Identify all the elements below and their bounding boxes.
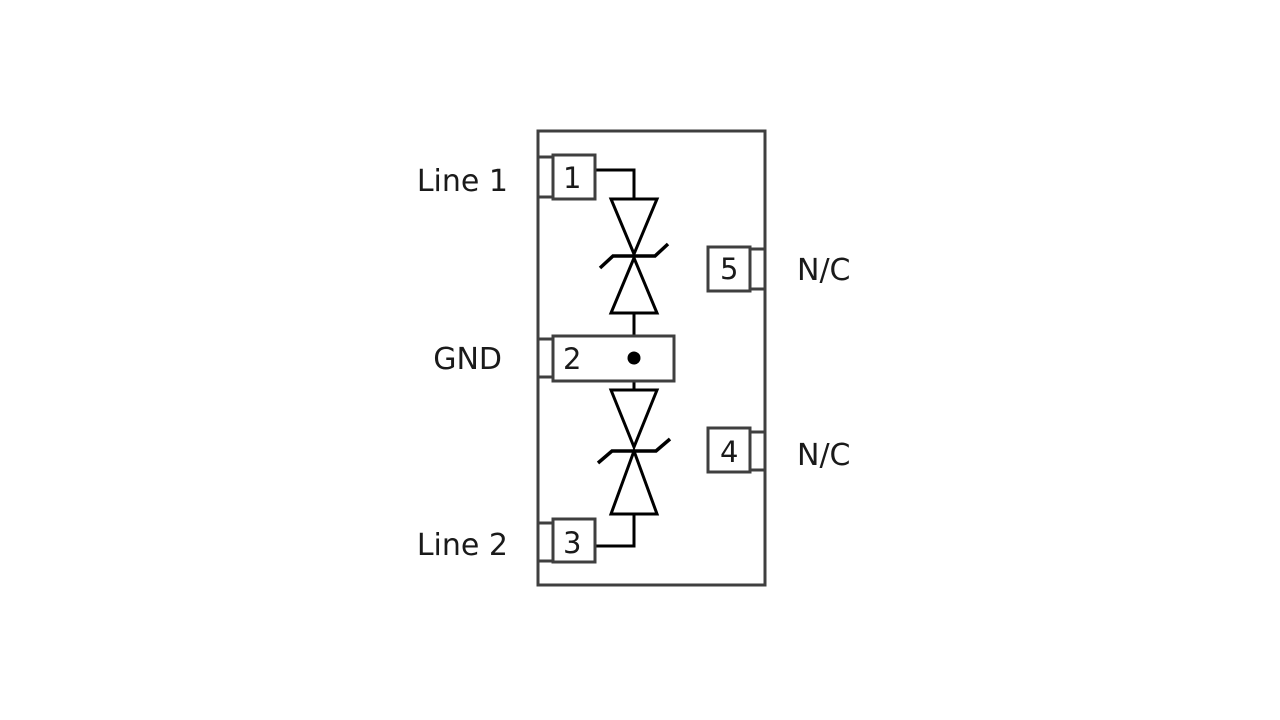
ground-junction-dot bbox=[627, 351, 641, 365]
lower-diode-bar bbox=[596, 437, 672, 465]
pin-2-number: 2 bbox=[563, 342, 581, 376]
pin-1-number: 1 bbox=[563, 161, 581, 195]
upper-tvs-diode bbox=[598, 197, 670, 315]
pin-4-pad bbox=[706, 426, 752, 474]
pin-1-label: Line 1 bbox=[417, 164, 508, 199]
pin1-wire bbox=[595, 168, 636, 199]
pin-4: 4 bbox=[706, 426, 767, 474]
pin-5: 5 bbox=[706, 245, 767, 293]
pin-2-pad bbox=[551, 334, 676, 383]
pin-5-number: 5 bbox=[720, 252, 738, 286]
pin-3-label: Line 2 bbox=[417, 528, 508, 563]
pin-4-number: 4 bbox=[720, 435, 738, 469]
pin-2-label: GND bbox=[433, 342, 502, 377]
pin-3: 3 bbox=[536, 517, 597, 564]
upper-diode-triangle-top bbox=[608, 197, 660, 258]
lower-diode-triangle-bottom bbox=[608, 446, 660, 516]
pin-1: 1 bbox=[536, 153, 597, 201]
pin-5-label: N/C bbox=[797, 253, 851, 288]
pin-4-label: N/C bbox=[797, 438, 851, 473]
lower-tvs-diode bbox=[596, 388, 672, 516]
pin3-wire bbox=[595, 514, 636, 548]
pin-5-pad bbox=[706, 245, 752, 293]
pin-3-pad bbox=[551, 517, 597, 564]
pin-3-number: 3 bbox=[563, 526, 581, 560]
upper-diode-bar bbox=[598, 242, 670, 270]
pin-2: 2 bbox=[536, 334, 676, 383]
lower-diode-triangle-top bbox=[608, 388, 660, 452]
upper-diode-triangle-bottom bbox=[608, 254, 660, 315]
pin-1-pad bbox=[551, 153, 597, 201]
